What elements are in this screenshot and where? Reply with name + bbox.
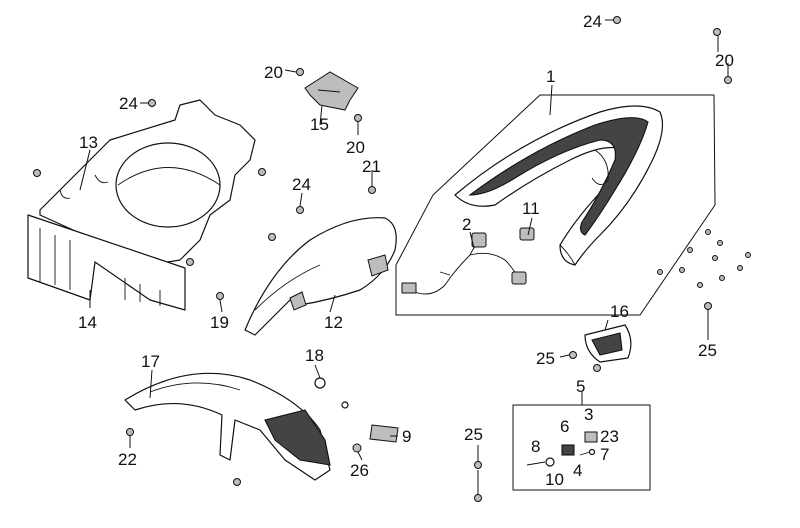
callout-2: 2: [462, 215, 471, 234]
callout-24-c: 24: [292, 175, 311, 194]
part-14-mud-flap: [27, 214, 186, 311]
callout-24-a: 24: [583, 12, 602, 31]
callout-10: 10: [545, 470, 564, 489]
callout-8: 8: [531, 437, 540, 456]
callout-22: 22: [118, 450, 137, 469]
callout-6: 6: [560, 417, 569, 436]
part-12-inner-fender: [244, 217, 397, 336]
callout-20-a: 20: [264, 63, 283, 82]
callout-23: 23: [600, 427, 619, 446]
part-15-bracket: [304, 71, 359, 111]
callout-7: 7: [600, 445, 609, 464]
callout-1: 1: [546, 67, 555, 86]
callout-21: 21: [362, 157, 381, 176]
callout-9: 9: [402, 427, 411, 446]
callout-16: 16: [610, 302, 629, 321]
callout-labels: 1 2 3 4 5 6 7 8 9 10 11 12 13 14 15 16 1…: [78, 12, 734, 489]
callout-20-c: 20: [715, 51, 734, 70]
fasteners: [33, 16, 751, 502]
part-16-reflector-housing: [584, 324, 632, 363]
part-17-rear-fender: [124, 372, 331, 481]
callout-24-b: 24: [119, 94, 138, 113]
callout-15: 15: [310, 115, 329, 134]
callout-25-b: 25: [698, 341, 717, 360]
part-18-washer: [314, 377, 349, 409]
callout-5: 5: [576, 377, 585, 396]
callout-3: 3: [584, 405, 593, 424]
part-1-rear-carrier: [454, 105, 663, 266]
callout-19: 19: [210, 313, 229, 332]
part-13-inner-cover: [39, 99, 256, 266]
callout-17: 17: [141, 352, 160, 371]
callout-26: 26: [350, 461, 369, 480]
part-2-wiring-harness: [401, 227, 535, 295]
callout-12: 12: [324, 313, 343, 332]
callout-4: 4: [573, 461, 582, 480]
callout-13: 13: [79, 133, 98, 152]
callout-11: 11: [522, 199, 540, 218]
assembly-1-outline: [395, 94, 716, 316]
callout-18: 18: [305, 346, 324, 365]
part-5-lamp-assembly: [526, 431, 598, 467]
callout-14: 14: [78, 313, 97, 332]
part-9-plate: [369, 424, 399, 443]
callout-20-b: 20: [346, 138, 365, 157]
callout-25-c: 25: [464, 425, 483, 444]
callout-25-a: 25: [536, 349, 555, 368]
leader-lines: [79, 19, 729, 495]
